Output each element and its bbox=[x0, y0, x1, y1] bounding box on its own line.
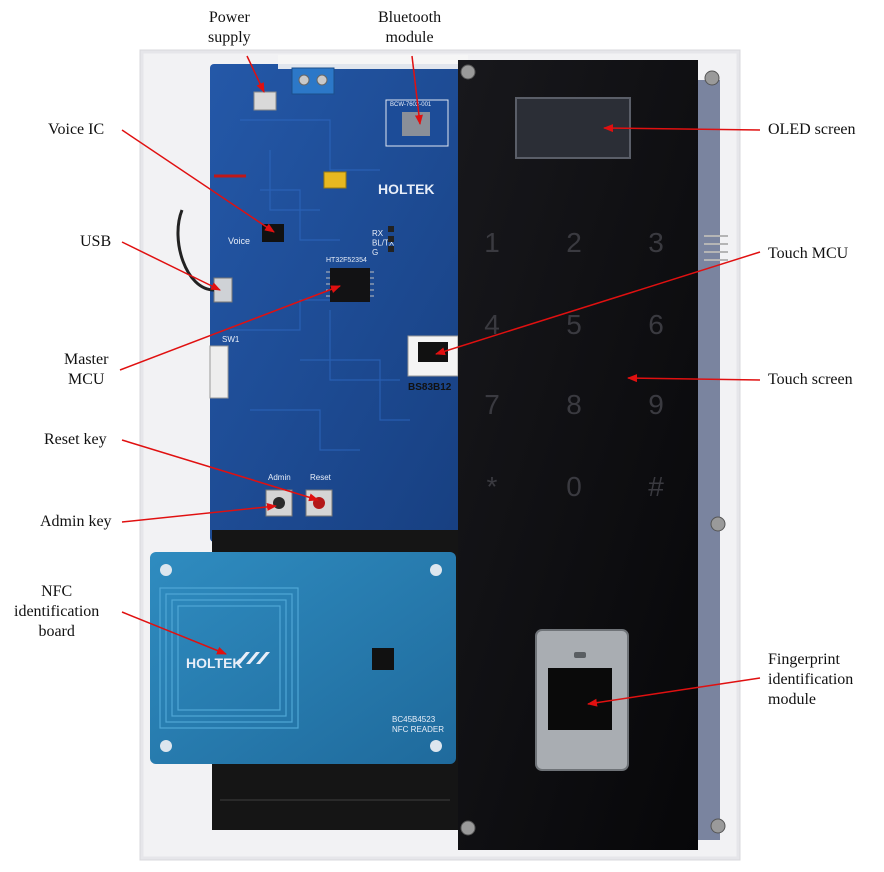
arrow-touch-screen bbox=[627, 374, 761, 383]
nfc-chip-label-1: BC45B4523 bbox=[392, 715, 436, 724]
label-oled-screen: OLED screen bbox=[768, 121, 856, 138]
label-touch-screen: Touch screen bbox=[768, 371, 853, 388]
label-usb: USB bbox=[80, 233, 112, 250]
keypad-key: 3 bbox=[648, 227, 664, 258]
label-reset-key: Reset key bbox=[44, 431, 107, 448]
label-master-mcu: Master MCU bbox=[64, 351, 109, 388]
arrow-admin bbox=[121, 502, 277, 523]
admin-silk: Admin bbox=[268, 473, 291, 482]
label-voice-ic: Voice IC bbox=[48, 121, 105, 138]
arrow-touch-mcu bbox=[435, 251, 761, 356]
keypad-key: 5 bbox=[566, 309, 582, 340]
keypad-key: 2 bbox=[566, 227, 582, 258]
sw1-silk: SW1 bbox=[222, 335, 240, 344]
label-admin-key: Admin key bbox=[40, 513, 112, 530]
reset-silk: Reset bbox=[310, 473, 332, 482]
usb-connector bbox=[213, 277, 233, 303]
touch-chip-label: BS83B12 bbox=[408, 382, 452, 393]
keypad-key: 7 bbox=[484, 389, 500, 420]
main-pcb: BCW-7602-001 HOLTEK Voice HT32F52354 SW1… bbox=[176, 55, 472, 542]
holtek-logo-main: HOLTEK bbox=[378, 181, 435, 197]
keypad-key: 1 bbox=[484, 227, 500, 258]
label-touch-mcu: Touch MCU bbox=[768, 245, 849, 262]
keypad-key: 6 bbox=[648, 309, 664, 340]
holtek-logo-nfc: HOLTEK bbox=[186, 655, 243, 671]
master-chip-label: HT32F52354 bbox=[326, 257, 367, 264]
arrow-oled bbox=[603, 124, 761, 133]
touch-keypad: 1 2 3 4 5 6 7 8 9 * 0 # bbox=[484, 227, 664, 502]
keypad-key: # bbox=[648, 471, 664, 502]
keypad-key: 4 bbox=[484, 309, 500, 340]
arrow-nfc bbox=[121, 611, 227, 655]
label-fingerprint-module: Fingerprint identification module bbox=[768, 651, 854, 708]
label-nfc-board: NFC identification board bbox=[14, 583, 100, 640]
nfc-chip bbox=[372, 648, 394, 670]
label-bluetooth-module: Bluetooth module bbox=[378, 9, 442, 46]
keypad-key: 8 bbox=[566, 389, 582, 420]
arrow-voice bbox=[121, 129, 275, 233]
annotation-arrows bbox=[119, 55, 761, 707]
master-mcu-chip bbox=[330, 268, 370, 302]
power-terminal bbox=[291, 67, 335, 95]
keypad-key: 0 bbox=[566, 471, 582, 502]
arrow-power bbox=[246, 55, 265, 93]
nfc-chip-label-2: NFC READER bbox=[392, 725, 444, 734]
holtek-wings-icon bbox=[236, 652, 270, 664]
front-panel bbox=[458, 60, 728, 850]
sw1-switch bbox=[209, 345, 229, 399]
arrow-fingerprint bbox=[587, 677, 761, 707]
arrow-bluetooth bbox=[411, 55, 423, 125]
arrow-reset bbox=[121, 439, 319, 502]
power-jack bbox=[253, 91, 277, 111]
arrow-usb bbox=[121, 241, 221, 291]
nfc-board: HOLTEK BC45B4523 NFC READER bbox=[150, 552, 456, 764]
keypad-key: 9 bbox=[648, 389, 664, 420]
voice-silk: Voice bbox=[228, 236, 250, 246]
arrow-master bbox=[119, 285, 341, 371]
bt-chip-label: BCW-7602-001 bbox=[390, 102, 432, 108]
keypad-key: * bbox=[487, 471, 498, 502]
label-power-supply: Power supply bbox=[208, 9, 251, 46]
